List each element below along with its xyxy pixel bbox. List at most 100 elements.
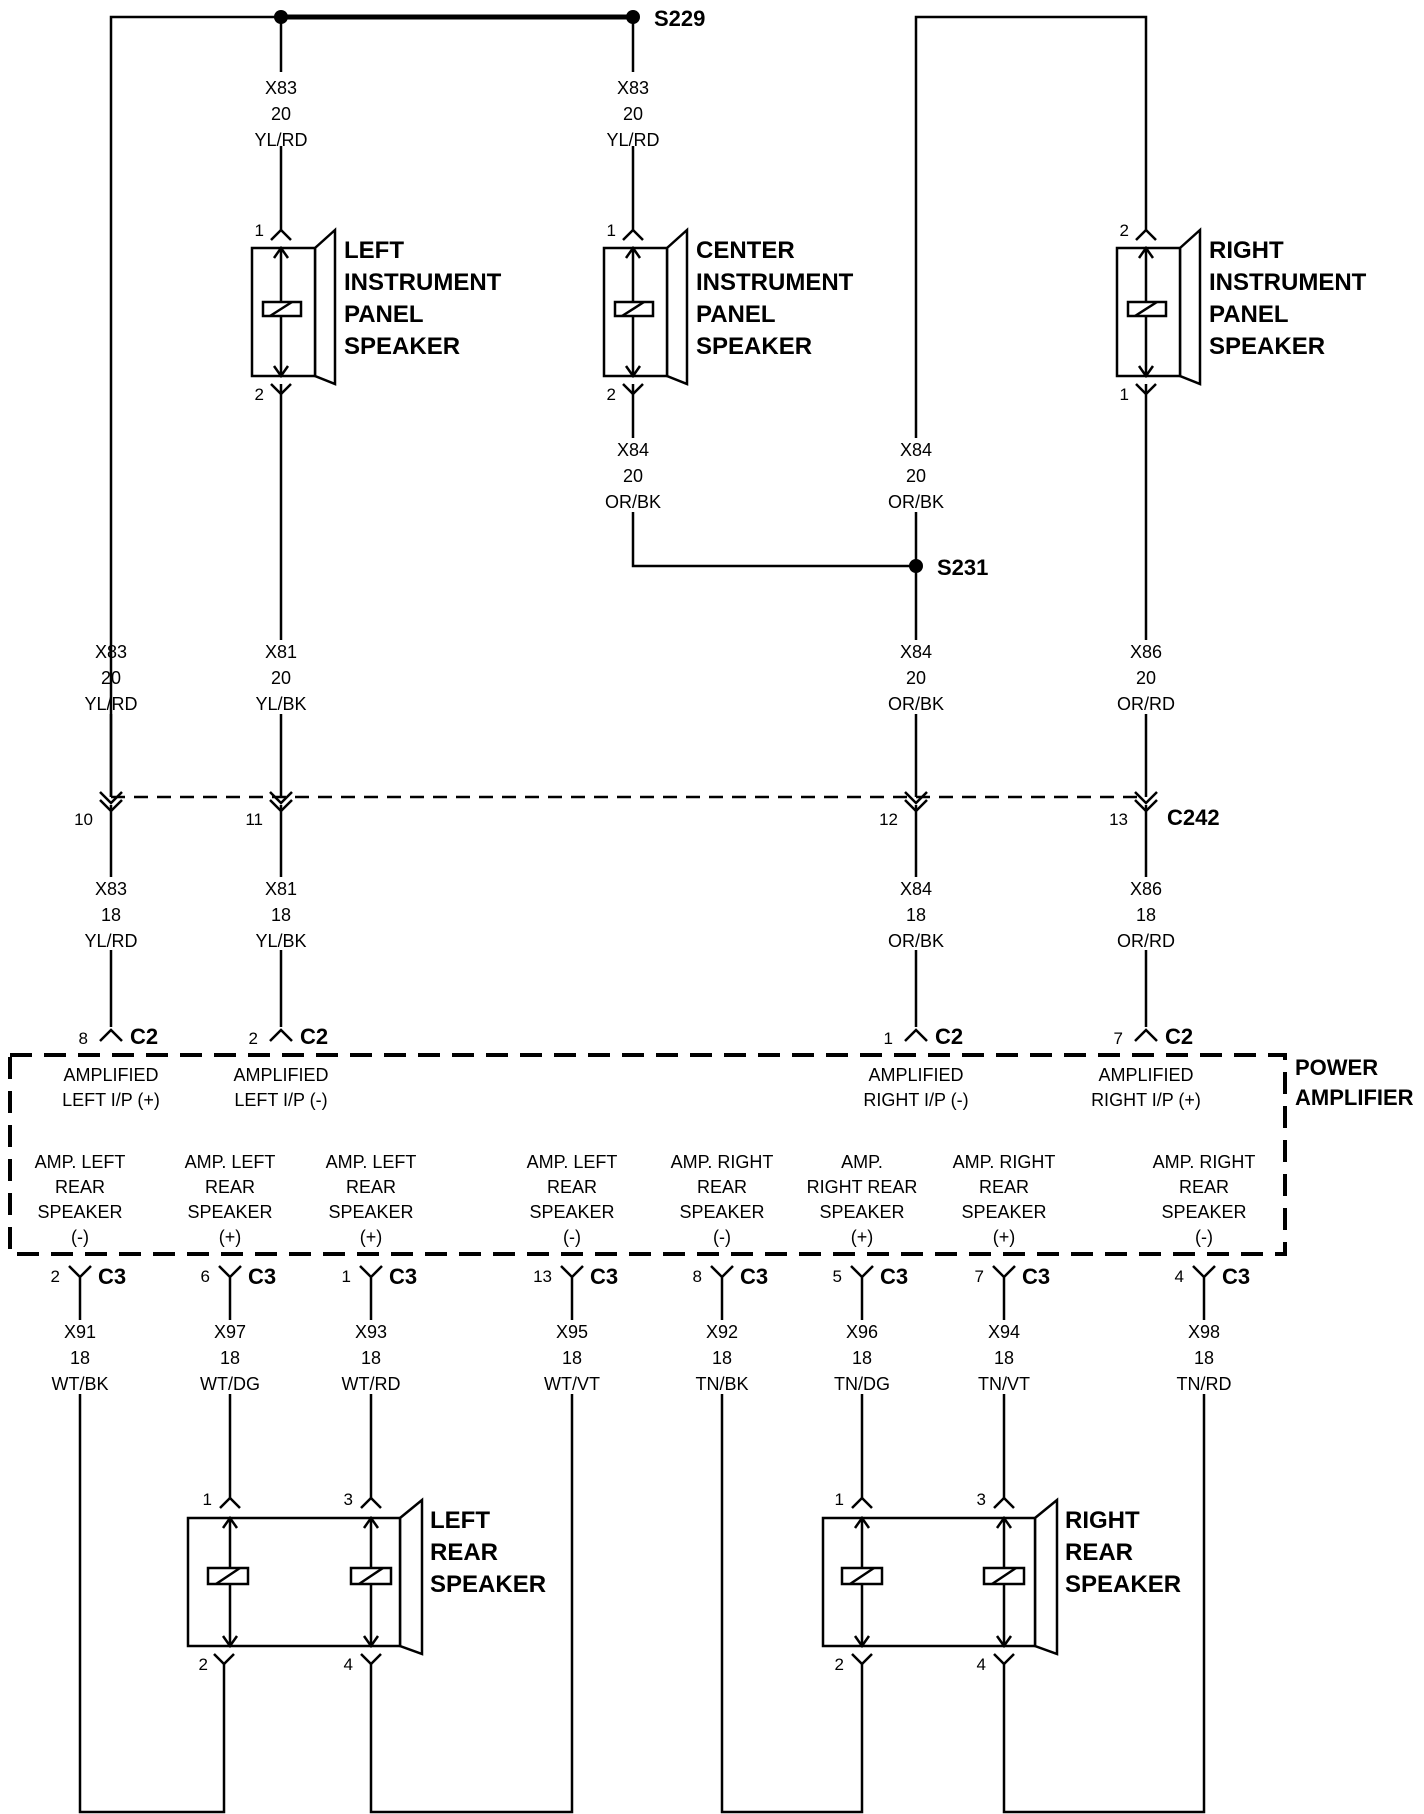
wire-label: 18 (852, 1348, 872, 1368)
left-rear-speaker-label: SPEAKER (430, 1571, 546, 1598)
amp-output-label: SPEAKER (819, 1202, 904, 1222)
amp-output-label: AMP. RIGHT (953, 1152, 1056, 1172)
left-ip-speaker-label: PANEL (344, 301, 424, 328)
amp-output-label: SPEAKER (1161, 1202, 1246, 1222)
right-rear-speaker-label: REAR (1065, 1539, 1133, 1566)
right-rear-speaker: 1 3 2 4 RIGHT REAR SPEAKER (821, 1488, 1181, 1700)
wires (78, 14, 1206, 1814)
pin-number: 2 (199, 1655, 208, 1674)
s229-label: S229 (654, 6, 705, 31)
pin-number: 10 (74, 810, 93, 829)
wire-label: 20 (101, 668, 121, 688)
wire-label: X83 (95, 642, 127, 662)
wire-label: 20 (271, 104, 291, 124)
wire-label: X92 (706, 1322, 738, 1342)
wire-label: X84 (617, 440, 649, 460)
wire-label: WT/BK (52, 1374, 109, 1394)
amp-output-label: REAR (697, 1177, 747, 1197)
amp-output-label: (-) (71, 1227, 89, 1247)
wire-label: WT/DG (200, 1374, 260, 1394)
wire-label: X81 (265, 642, 297, 662)
amp-input-label: AMPLIFIED (233, 1065, 328, 1085)
center-ip-speaker-label: INSTRUMENT (696, 269, 854, 296)
pin-number: 2 (1120, 221, 1129, 240)
amp-output-label: (+) (993, 1227, 1016, 1247)
wire-label: YL/RD (606, 130, 659, 150)
pin-number: 13 (1109, 810, 1128, 829)
right-ip-speaker-label: PANEL (1209, 301, 1289, 328)
wire-label: X83 (95, 879, 127, 899)
pin-number: 1 (884, 1029, 893, 1048)
pin-number: 4 (344, 1655, 353, 1674)
left-ip-speaker-label: LEFT (344, 237, 404, 264)
amp-output-label: AMP. LEFT (185, 1152, 276, 1172)
wire-label: WT/VT (544, 1374, 600, 1394)
wire-label: WT/RD (342, 1374, 401, 1394)
wire-label: 18 (1194, 1348, 1214, 1368)
wire-label: OR/RD (1117, 694, 1175, 714)
amp-input-label: RIGHT I/P (+) (1091, 1090, 1201, 1110)
amp-output-label: (+) (219, 1227, 242, 1247)
amp-output-label: SPEAKER (37, 1202, 122, 1222)
amp-output-label: SPEAKER (529, 1202, 614, 1222)
pin-number: 4 (1175, 1267, 1184, 1286)
wire-label: X98 (1188, 1322, 1220, 1342)
right-ip-speaker: 2 1 RIGHT INSTRUMENT PANEL SPEAKER (1115, 221, 1367, 404)
amp-output-label: (-) (713, 1227, 731, 1247)
wire-label: OR/RD (1117, 931, 1175, 951)
wire-label: X81 (265, 879, 297, 899)
wire-label: 20 (1136, 668, 1156, 688)
s229-splice-left-dot (274, 10, 288, 24)
wire-label: X93 (355, 1322, 387, 1342)
amp-output-label: AMP. RIGHT (1153, 1152, 1256, 1172)
power-amplifier-label: AMPLIFIER (1295, 1085, 1414, 1110)
wire-label: 18 (1136, 905, 1156, 925)
amp-output-label: SPEAKER (961, 1202, 1046, 1222)
pin-number: 2 (51, 1267, 60, 1286)
amp-output-label: REAR (979, 1177, 1029, 1197)
wire-label: X97 (214, 1322, 246, 1342)
wire-label: X84 (900, 642, 932, 662)
pin-number: 8 (693, 1267, 702, 1286)
wire-label: OR/BK (888, 694, 944, 714)
amp-output-label: (-) (563, 1227, 581, 1247)
amp-input-label: RIGHT I/P (-) (863, 1090, 968, 1110)
center-ip-speaker-label: SPEAKER (696, 333, 812, 360)
wire-label: OR/BK (888, 492, 944, 512)
wire-label: X94 (988, 1322, 1020, 1342)
left-ip-speaker-label: SPEAKER (344, 333, 460, 360)
amp-input-label: AMPLIFIED (63, 1065, 158, 1085)
pin-number: 2 (255, 385, 264, 404)
left-ip-speaker: 1 2 LEFT INSTRUMENT PANEL SPEAKER (250, 221, 502, 404)
c2-label: C2 (300, 1024, 328, 1049)
amp-output-labels: AMP. LEFT REAR SPEAKER (-) AMP. LEFT REA… (35, 1152, 1256, 1247)
amp-output-label: AMP. (841, 1152, 883, 1172)
pin-number: 1 (203, 1490, 212, 1509)
wire-label: X95 (556, 1322, 588, 1342)
pin-number: 4 (977, 1655, 986, 1674)
amp-output-label: RIGHT REAR (807, 1177, 918, 1197)
pin-number: 5 (833, 1267, 842, 1286)
wire-label: 20 (623, 104, 643, 124)
wire-label: 18 (906, 905, 926, 925)
pin-number: 8 (79, 1029, 88, 1048)
amp-output-label: SPEAKER (328, 1202, 413, 1222)
amp-output-label: REAR (346, 1177, 396, 1197)
amp-output-label: AMP. LEFT (35, 1152, 126, 1172)
amp-output-label: REAR (55, 1177, 105, 1197)
right-ip-speaker-label: RIGHT (1209, 237, 1284, 264)
amp-output-label: SPEAKER (187, 1202, 272, 1222)
pin-number: 7 (975, 1267, 984, 1286)
c242-label: C242 (1167, 805, 1220, 830)
c3-label: C3 (880, 1264, 908, 1289)
power-amplifier-label: POWER (1295, 1055, 1378, 1080)
wire-label: 18 (70, 1348, 90, 1368)
wire-label: 18 (220, 1348, 240, 1368)
pin-number: 3 (977, 1490, 986, 1509)
right-rear-speaker-label: SPEAKER (1065, 1571, 1181, 1598)
wire-label: TN/DG (834, 1374, 890, 1394)
pin-number: 1 (255, 221, 264, 240)
amp-output-label: SPEAKER (679, 1202, 764, 1222)
wire-label: 18 (562, 1348, 582, 1368)
c242-connector: 10 11 12 13 C242 (74, 791, 1220, 830)
